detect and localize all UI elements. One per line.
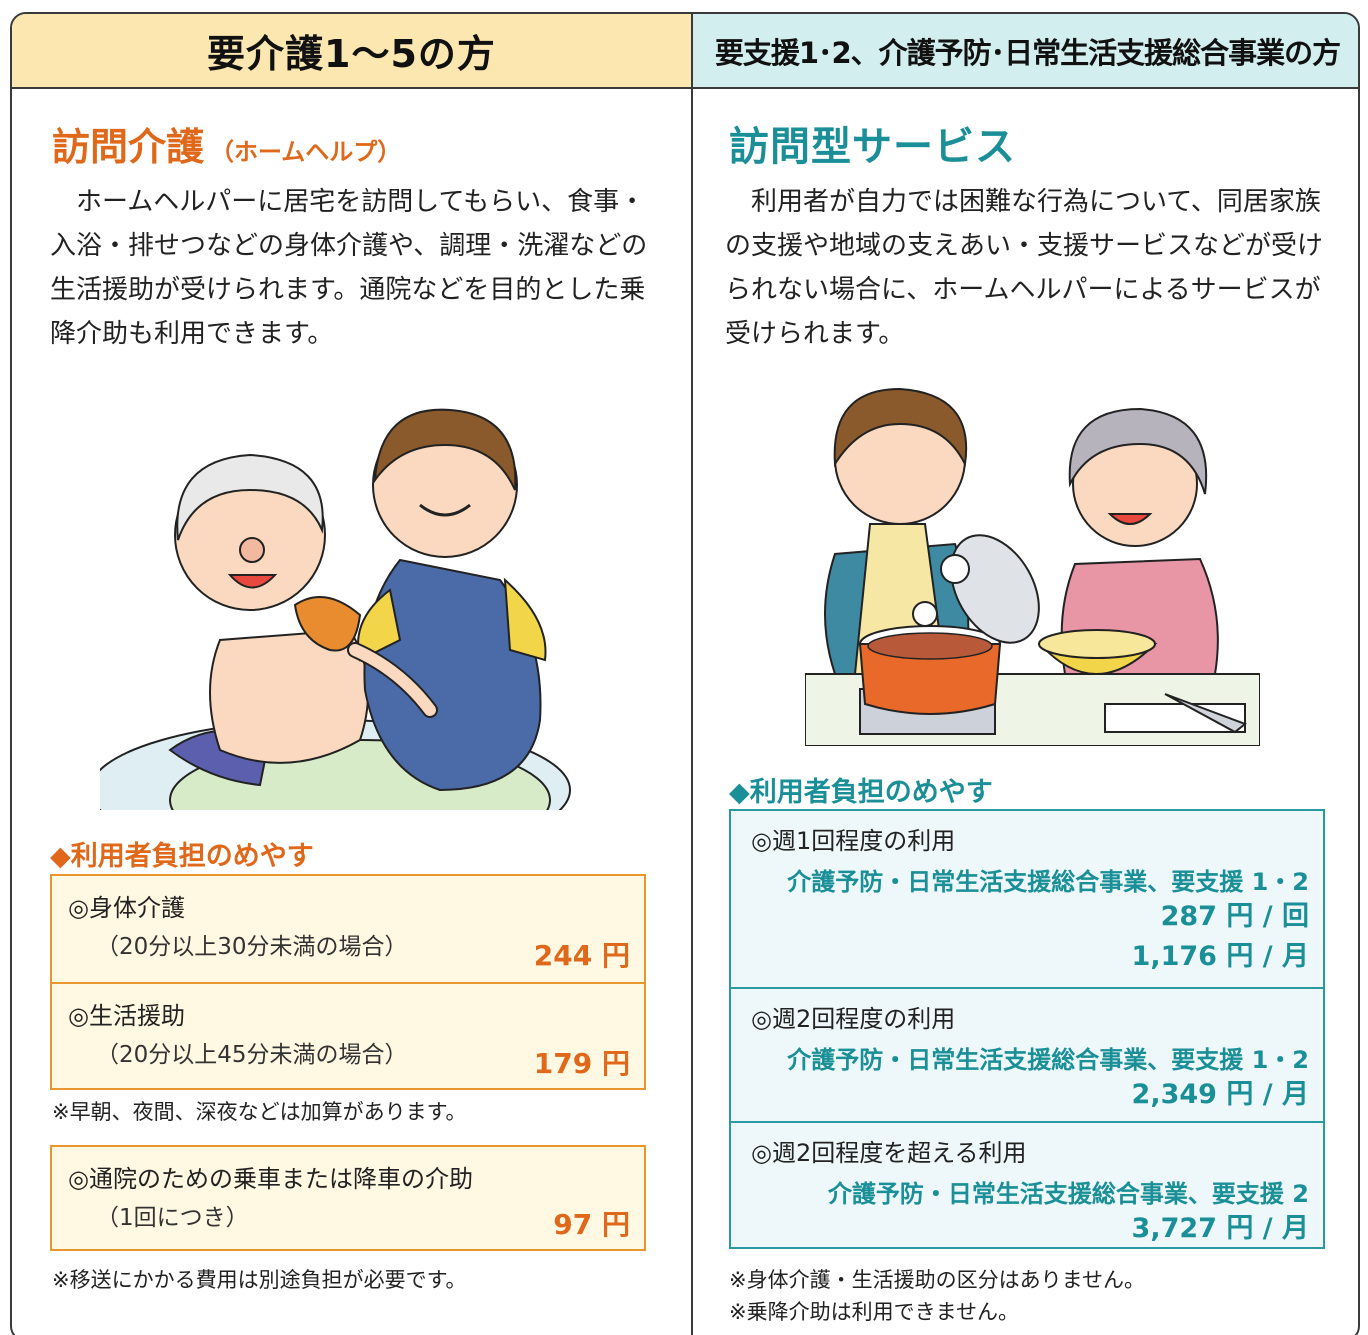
left-title: 訪問介護（ホームヘルプ） [52, 116, 401, 171]
cost-row-price-per-month: 1,176 円 / 月 [1131, 941, 1309, 972]
cost-row-price-per-visit: 287 円 / 回 [1160, 901, 1309, 932]
cost-row-price-per-month: 3,727 円 / 月 [1131, 1213, 1309, 1244]
left-cost-heading: ◆利用者負担のめやす [50, 841, 314, 872]
cost-row-physical-care: ◎身体介護 （20分以上30分未満の場合） 244 円 [52, 876, 644, 982]
right-cost-table: ◎週1回程度の利用 介護予防・日常生活支援総合事業、要支援 1・2 287 円 … [729, 809, 1325, 1249]
left-cost-table: ◎身体介護 （20分以上30分未満の場合） 244 円 ◎生活援助 （20分以上… [50, 874, 646, 1090]
cost-row-label: ◎身体介護 [68, 894, 185, 922]
cooking-illustration [805, 387, 1260, 746]
cost-row-condition: （20分以上45分未満の場合） [96, 1042, 408, 1068]
left-note-2: ※移送にかかる費用は別途負担が必要です。 [52, 1268, 467, 1292]
left-title-main: 訪問介護 [52, 125, 205, 169]
right-note-2: ※乗降介助は利用できません。 [729, 1300, 1019, 1324]
left-description: ホームヘルパーに居宅を訪問してもらい、食事・入浴・排せつなどの身体介護や、調理・… [50, 187, 648, 349]
cost-row-ride-assist: ◎通院のための乗車または降車の介助 （1回につき） 97 円 [52, 1147, 644, 1249]
right-header: 要支援1･2、介護予防･日常生活支援総合事業の方 [693, 14, 1358, 89]
cost-row-weekly-twice: ◎週2回程度の利用 介護予防・日常生活支援総合事業、要支援 1・2 2,349 … [731, 987, 1323, 1121]
cost-row-over-twice: ◎週2回程度を超える利用 介護予防・日常生活支援総合事業、要支援 2 3,727… [731, 1121, 1323, 1247]
left-note-1: ※早朝、夜間、深夜などは加算があります。 [52, 1100, 467, 1124]
cost-row-service: 介護予防・日常生活支援総合事業、要支援 2 [827, 1180, 1309, 1208]
cost-row-life-support: ◎生活援助 （20分以上45分未満の場合） 179 円 [52, 982, 644, 1088]
page-frame: 要介護1〜5の方 要支援1･2、介護予防･日常生活支援総合事業の方 訪問介護（ホ… [10, 12, 1360, 1335]
cost-row-service: 介護予防・日常生活支援総合事業、要支援 1・2 [787, 868, 1309, 896]
right-description: 利用者が自力では困難な行為について、同居家族の支援や地域の支えあい・支援サービス… [725, 187, 1324, 349]
cost-row-weekly-once: ◎週1回程度の利用 介護予防・日常生活支援総合事業、要支援 1・2 287 円 … [731, 811, 1323, 987]
cost-row-service: 介護予防・日常生活支援総合事業、要支援 1・2 [787, 1046, 1309, 1074]
cost-row-price: 97 円 [553, 1208, 630, 1241]
column-divider [691, 14, 693, 1335]
right-note-1: ※身体介護・生活援助の区分はありません。 [729, 1268, 1145, 1292]
left-header: 要介護1〜5の方 [12, 14, 691, 89]
cost-row-label: ◎週1回程度の利用 [751, 827, 956, 855]
left-title-sub: （ホームヘルプ） [210, 138, 402, 166]
cost-row-price: 244 円 [533, 939, 630, 972]
left-extra-cost-box: ◎通院のための乗車または降車の介助 （1回につき） 97 円 [50, 1145, 646, 1251]
cost-row-price: 179 円 [533, 1047, 630, 1080]
cost-row-condition: （1回につき） [96, 1205, 249, 1231]
right-cost-heading: ◆利用者負担のめやす [729, 777, 993, 808]
home-help-illustration [100, 408, 571, 810]
cost-row-label: ◎週2回程度の利用 [751, 1005, 956, 1033]
cost-row-label: ◎生活援助 [68, 1002, 185, 1030]
cost-row-label: ◎通院のための乗車または降車の介助 [68, 1165, 473, 1193]
cost-row-label: ◎週2回程度を超える利用 [751, 1139, 1027, 1167]
cost-row-price-per-month: 2,349 円 / 月 [1131, 1079, 1309, 1110]
cost-row-condition: （20分以上30分未満の場合） [96, 934, 408, 960]
right-title: 訪問型サービス [729, 124, 1016, 170]
